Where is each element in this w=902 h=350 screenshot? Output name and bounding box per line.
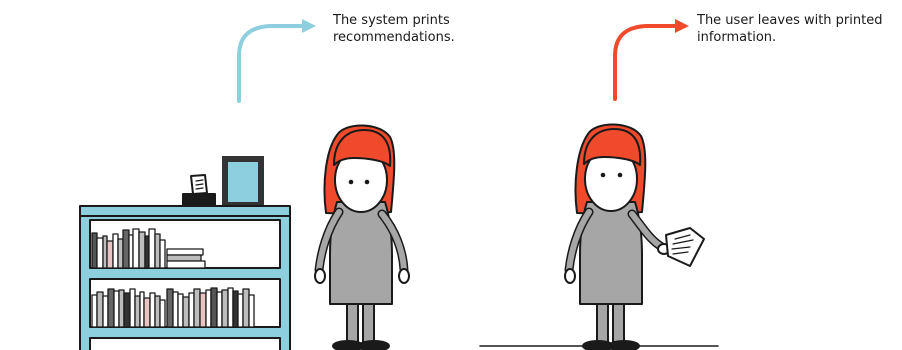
printer-icon [183,175,215,209]
printed-paper-icon [666,228,704,266]
books-shelf-2 [92,288,254,327]
tablet-kiosk-icon [222,156,264,208]
caption-line: information. [697,29,882,46]
caption-line: The user leaves with printed [697,12,882,29]
user-character-waiting [315,125,409,350]
caption-system-prints: The system prints recommendations. [333,12,455,46]
caption-line: The system prints [333,12,455,29]
caption-user-leaves: The user leaves with printed information… [697,12,882,46]
arrow-user-leaves [615,19,689,99]
caption-line: recommendations. [333,29,455,46]
bookshelf [80,206,290,350]
arrow-system-prints [239,19,316,101]
user-character-leaving [565,124,670,350]
